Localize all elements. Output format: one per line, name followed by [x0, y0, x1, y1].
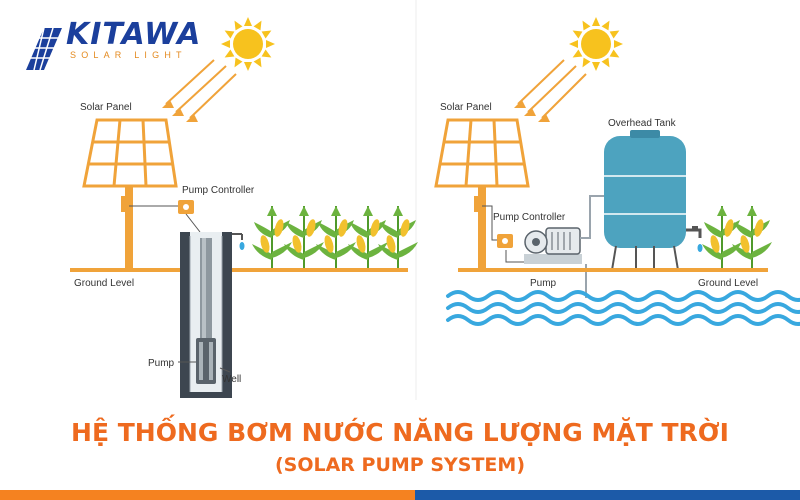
right-sun-rays: [514, 59, 587, 122]
right-tank-tap-icon: [686, 226, 703, 252]
left-solar-panel-label: Solar Panel: [80, 102, 132, 113]
left-controller-to-well-wire: [185, 213, 201, 233]
footer-bar-orange: [0, 490, 415, 500]
right-pump-label: Pump: [530, 278, 557, 289]
left-ground-line: [70, 268, 408, 272]
right-solar-panel-label: Solar Panel: [440, 102, 492, 113]
right-overhead-tank-label: Overhead Tank: [608, 118, 677, 129]
right-overhead-tank-icon: [604, 130, 686, 271]
left-ground-level-label: Ground Level: [74, 278, 134, 289]
left-pump-controller-icon: [178, 200, 194, 214]
left-corn-field-icon: [251, 205, 419, 269]
left-sun-rays: [162, 59, 237, 122]
left-well-label: Well: [222, 374, 241, 385]
right-pump-controller-label: Pump Controller: [493, 212, 566, 223]
right-corn-field-icon: [701, 205, 773, 269]
main-subtitle: (SOLAR PUMP SYSTEM): [274, 454, 526, 476]
left-solar-panel-icon: [82, 118, 178, 270]
right-water-pipes: [580, 195, 604, 298]
brand-tagline: SOLAR LIGHT: [70, 50, 187, 60]
left-sun-icon: [221, 17, 275, 71]
left-pump-label: Pump: [148, 358, 175, 369]
right-surface-pump-icon: [524, 227, 582, 264]
right-solar-panel-icon: [434, 118, 530, 270]
left-pump-controller-label: Pump Controller: [182, 185, 255, 196]
kitawa-logo-icon: [26, 27, 62, 71]
brand-name: KITAWA: [66, 17, 202, 52]
right-ground-line: [458, 268, 768, 272]
right-water-source-icon: [446, 290, 800, 326]
right-pump-controller-icon: [497, 234, 513, 248]
right-sun-icon: [569, 17, 623, 71]
brand-logo: KITAWA SOLAR LIGHT: [66, 17, 202, 61]
main-title: HỆ THỐNG BƠM NƯỚC NĂNG LƯỢNG MẶT TRỜI: [71, 418, 729, 447]
left-well-pointer: [219, 367, 231, 373]
left-submersible-pump-icon: [196, 338, 216, 384]
right-ground-level-label: Ground Level: [698, 278, 758, 289]
footer-bar-blue: [415, 490, 800, 500]
